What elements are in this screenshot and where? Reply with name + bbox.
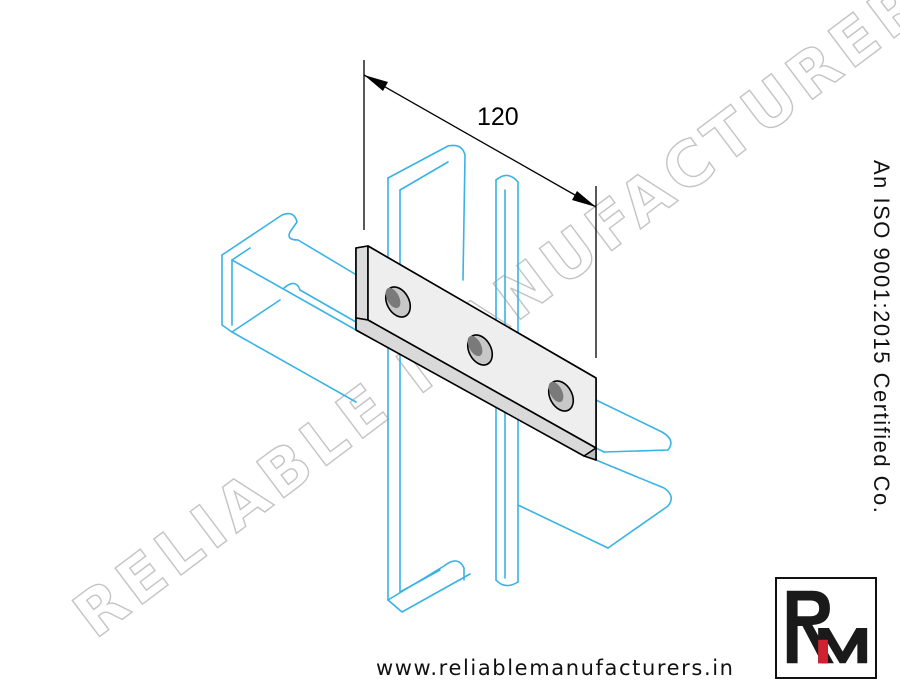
plate-slot-2 (466, 334, 494, 366)
plate-slot-3 (547, 380, 575, 412)
horizontal-channel (221, 212, 672, 549)
dimension-label: 120 (477, 103, 519, 131)
dimension-annotation: 120 (363, 60, 597, 358)
plate-slot-1 (384, 286, 412, 318)
vertical-channel (387, 144, 519, 613)
company-logo (775, 577, 877, 679)
website-url: www.reliablemanufacturers.in (376, 656, 735, 680)
iso-certification-text: An ISO 9001:2015 Certified Co. (869, 160, 894, 515)
rm-logo-icon (786, 590, 868, 664)
